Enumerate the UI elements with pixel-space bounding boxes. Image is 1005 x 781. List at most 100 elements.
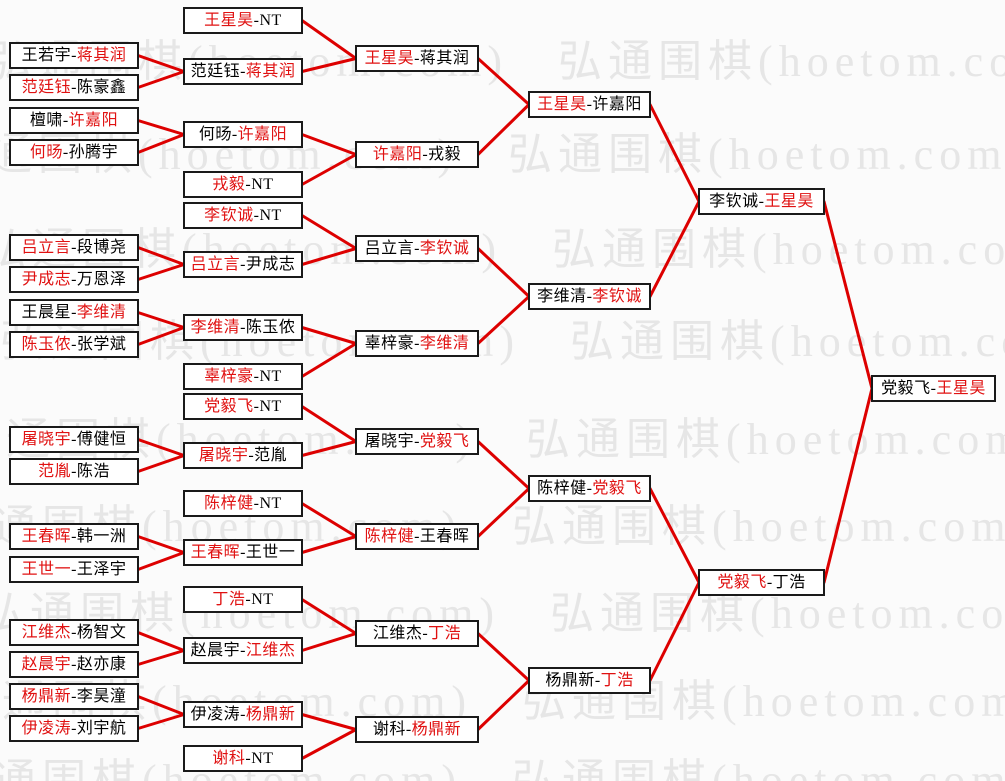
match-box-r2-11: 陈梓健-NT <box>183 490 303 517</box>
separator: - <box>253 367 260 385</box>
player1-name: 尹成志 <box>21 270 72 288</box>
separator: - <box>240 255 246 273</box>
player2-name: NT <box>259 367 282 385</box>
separator: - <box>240 641 246 659</box>
player1-name: 陈梓健 <box>364 527 415 545</box>
match-box-r2-7: 李维清-陈玉侬 <box>183 314 303 341</box>
match-box-r3-5: 屠晓宇-党毅飞 <box>355 428 479 455</box>
player2-name: NT <box>259 11 282 29</box>
match-box-r2-14: 赵晨宇-江维杰 <box>183 637 303 664</box>
player1-name: 吕立言 <box>364 239 415 257</box>
player1-name: 吕立言 <box>21 238 72 256</box>
watermark-text: 弘通围棋(hoetom.com) 弘通围棋(hoetom.com) <box>0 756 1005 781</box>
match-box-r3-7: 江维杰-丁浩 <box>355 620 479 647</box>
match-box-r2-13: 丁浩-NT <box>183 586 303 613</box>
player1-name: 范胤 <box>38 462 72 480</box>
match-box-r3-2: 许嘉阳-戎毅 <box>355 141 479 168</box>
separator: - <box>71 527 77 545</box>
connector-line <box>300 598 358 635</box>
separator: - <box>71 462 77 480</box>
match-box-r5-2: 党毅飞-丁浩 <box>698 569 825 596</box>
player1-name: 王世一 <box>21 560 72 578</box>
connector-line <box>136 326 186 346</box>
player1-name: 王星昊 <box>364 49 415 67</box>
connector-line <box>300 326 358 345</box>
connector-line <box>300 342 358 378</box>
match-box-r6-1: 党毅飞-王星昊 <box>871 375 996 402</box>
separator: - <box>253 494 260 512</box>
player1-name: 吕立言 <box>190 255 241 273</box>
separator: - <box>62 143 69 161</box>
separator: - <box>422 624 429 642</box>
separator: - <box>71 655 77 673</box>
player2-name: 丁浩 <box>600 671 634 689</box>
match-box-r1-13: 江维杰-杨智文 <box>9 619 139 646</box>
match-box-r1-6: 尹成志-万恩泽 <box>9 266 139 293</box>
match-box-r3-8: 谢科-杨鼎新 <box>355 716 479 743</box>
player1-name: 党毅飞 <box>204 397 254 415</box>
connector-line <box>476 487 531 538</box>
player1-name: 范廷钰 <box>21 78 72 96</box>
connector-line <box>136 246 186 266</box>
connector-line <box>136 535 186 554</box>
player1-name: 范廷钰 <box>190 62 241 80</box>
separator: - <box>245 175 252 193</box>
separator: - <box>71 623 77 641</box>
connector-line <box>136 649 186 666</box>
player2-name: NT <box>259 494 282 512</box>
connector-line <box>822 200 874 390</box>
player2-name: 李维清 <box>76 303 127 321</box>
separator: - <box>594 671 601 689</box>
player2-name: 陈玉侬 <box>245 318 296 336</box>
player2-name: 蒋其润 <box>419 49 470 67</box>
connector-line <box>300 502 358 538</box>
player1-name: 党毅飞 <box>881 379 931 397</box>
player2-name: 刘宇航 <box>76 719 127 737</box>
player2-name: 王世一 <box>245 543 296 561</box>
player1-name: 屠晓宇 <box>21 430 72 448</box>
player2-name: 杨智文 <box>76 623 127 641</box>
connector-line <box>476 632 531 682</box>
separator: - <box>414 432 420 450</box>
watermark-text: 弘通围棋(hoetom.com) 弘通围棋(hoetom.com) <box>0 677 1005 726</box>
player2-name: NT <box>251 749 274 767</box>
match-box-r1-1: 王若宇-蒋其润 <box>9 42 139 69</box>
player2-name: 孙腾宇 <box>68 143 119 161</box>
player2-name: 李昊潼 <box>76 687 127 705</box>
player2-name: 王春晖 <box>419 527 470 545</box>
match-box-r2-6: 吕立言-尹成志 <box>183 251 303 278</box>
match-box-r1-2: 范廷钰-陈豪鑫 <box>9 74 139 101</box>
separator: - <box>62 111 69 129</box>
match-box-r2-2: 范廷钰-蒋其润 <box>183 58 303 85</box>
match-box-r3-1: 王星昊-蒋其润 <box>355 45 479 72</box>
separator: - <box>71 430 77 448</box>
player1-name: 辜梓豪 <box>204 367 254 385</box>
match-box-r1-10: 范胤-陈浩 <box>9 458 139 485</box>
match-box-r2-12: 王春晖-王世一 <box>183 539 303 566</box>
connector-line <box>136 713 186 730</box>
connector-line <box>300 405 358 443</box>
separator: - <box>766 573 773 591</box>
player2-name: 赵亦康 <box>76 655 127 673</box>
separator: - <box>240 62 246 80</box>
connector-line <box>476 247 531 298</box>
player2-name: 许嘉阳 <box>68 111 119 129</box>
match-box-r2-1: 王星昊-NT <box>183 7 303 34</box>
separator: - <box>253 206 260 224</box>
match-box-r3-6: 陈梓健-王春晖 <box>355 523 479 550</box>
connector-line <box>136 119 186 136</box>
connector-line <box>136 438 186 457</box>
match-box-r2-3: 何旸-许嘉阳 <box>183 121 303 148</box>
match-box-r5-1: 李钦诚-王星昊 <box>698 188 825 215</box>
player2-name: 杨鼎新 <box>411 720 462 738</box>
player1-name: 江维杰 <box>372 624 423 642</box>
player2-name: 杨鼎新 <box>245 705 296 723</box>
separator: - <box>758 192 765 210</box>
player1-name: 陈梓健 <box>204 494 254 512</box>
connector-line <box>136 133 186 154</box>
separator: - <box>414 49 420 67</box>
player2-name: 王泽宇 <box>76 560 127 578</box>
match-box-r4-4: 杨鼎新-丁浩 <box>528 667 651 694</box>
separator: - <box>71 46 77 64</box>
